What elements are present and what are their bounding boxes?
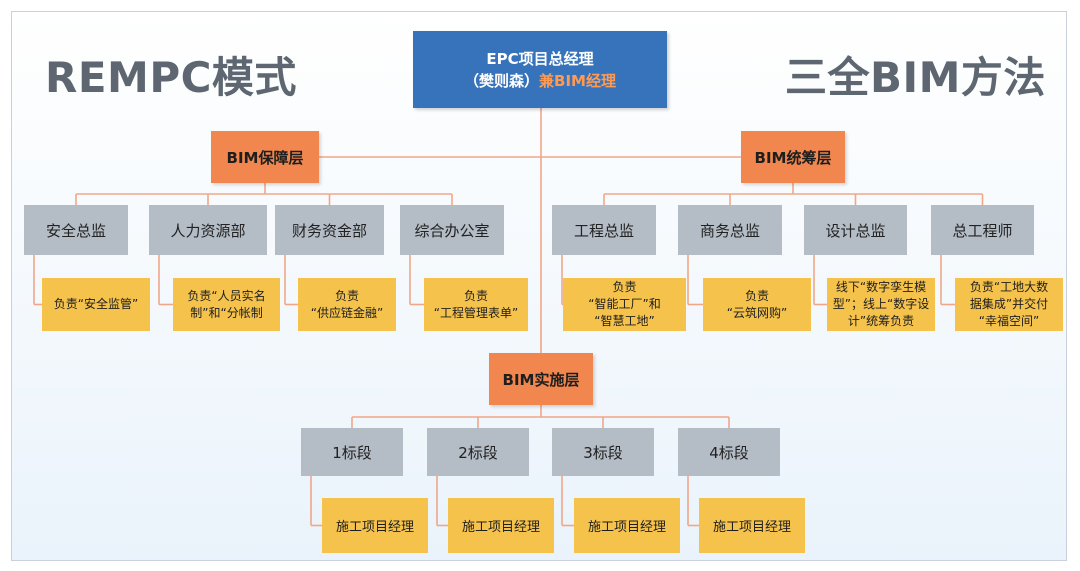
coordination-dept-box: 总工程师 — [931, 205, 1034, 255]
duty-text: 负责 “供应链金融” — [311, 288, 383, 322]
coordination-dept-box: 设计总监 — [804, 205, 907, 255]
guarantee-duty-box: 负责“安全监管” — [42, 278, 150, 331]
bim-guarantee-layer-box: BIM保障层 — [211, 131, 319, 183]
duty-line: 负责“人员实名 — [187, 288, 266, 303]
duty-line: 负责 — [612, 280, 637, 294]
epc-manager-name: （樊则森） — [464, 71, 540, 90]
duty-line: 负责 — [744, 288, 769, 303]
duty-line: “供应链金融” — [310, 305, 384, 320]
title-bim-method: 三全BIM方法 — [785, 53, 1046, 102]
duty-line: 据集成”并交付 — [969, 297, 1049, 311]
coordination-duty-box: 负责 “智能工厂”和 “智慧工地” — [563, 278, 686, 331]
project-manager-box: 施工项目经理 — [699, 498, 805, 553]
project-manager-box: 施工项目经理 — [322, 498, 428, 553]
coordination-dept-box: 商务总监 — [678, 205, 782, 255]
duty-line: 制”和“分帐制 — [190, 305, 263, 320]
section-box: 2标段 — [427, 428, 529, 476]
guarantee-dept-box: 人力资源部 — [149, 205, 267, 255]
guarantee-dept-box: 安全总监 — [24, 205, 128, 255]
duty-text: 负责“工地大数据集成”并交付 “幸福空间” — [970, 279, 1048, 330]
title-rempc-mode: REMPC模式 — [45, 53, 297, 102]
duty-text: 负责 “工程管理表单” — [434, 288, 518, 322]
epc-manager-subtitle: （樊则森）兼BIM经理 — [464, 70, 616, 92]
duty-text: 负责“人员实名制”和“分帐制 — [187, 288, 265, 322]
duty-line: 负责 — [334, 288, 359, 303]
guarantee-dept-box: 综合办公室 — [400, 205, 504, 255]
section-box: 1标段 — [301, 428, 403, 476]
duty-text: 负责 “智能工厂”和 “智慧工地” — [588, 279, 660, 330]
guarantee-duty-box: 负责“人员实名制”和“分帐制 — [173, 278, 280, 331]
duty-line: “智慧工地” — [594, 314, 655, 328]
bim-coordination-layer-box: BIM统筹层 — [741, 131, 845, 183]
duty-line: 负责“安全监管” — [53, 297, 139, 311]
duty-line: 线下“数字孪生模 — [835, 280, 927, 294]
duty-line: 负责 — [463, 288, 488, 303]
project-manager-box: 施工项目经理 — [574, 498, 680, 553]
coordination-duty-box: 负责 “云筑网购” — [703, 278, 811, 331]
coordination-duty-box: 负责“工地大数据集成”并交付 “幸福空间” — [955, 278, 1063, 331]
duty-line: 负责“工地大数 — [969, 280, 1049, 294]
bim-manager-role: 兼BIM经理 — [539, 71, 616, 90]
guarantee-duty-box: 负责 “工程管理表单” — [424, 278, 528, 331]
project-manager-box: 施工项目经理 — [448, 498, 554, 553]
guarantee-dept-box: 财务资金部 — [275, 205, 384, 255]
coordination-dept-box: 工程总监 — [552, 205, 656, 255]
duty-line: 计”统筹负责 — [847, 314, 915, 328]
duty-line: “云筑网购” — [726, 305, 788, 320]
section-box: 4标段 — [678, 428, 780, 476]
duty-text: 负责 “云筑网购” — [727, 288, 787, 322]
epc-manager-title: EPC项目总经理 — [486, 49, 594, 68]
duty-line: “智能工厂”和 — [588, 297, 661, 311]
epc-manager-box: EPC项目总经理 （樊则森）兼BIM经理 — [413, 31, 667, 108]
duty-line: 型”；线上“数字设 — [832, 297, 930, 311]
duty-line: “工程管理表单” — [433, 305, 519, 320]
duty-text: 线下“数字孪生模型”；线上“数字设计”统筹负责 — [833, 279, 929, 330]
bim-implementation-layer-box: BIM实施层 — [489, 353, 593, 405]
guarantee-duty-box: 负责 “供应链金融” — [298, 278, 396, 331]
coordination-duty-box: 线下“数字孪生模型”；线上“数字设计”统筹负责 — [827, 278, 935, 331]
duty-line: “幸福空间” — [978, 314, 1040, 328]
duty-text: 负责“安全监管” — [54, 296, 138, 313]
section-box: 3标段 — [552, 428, 654, 476]
